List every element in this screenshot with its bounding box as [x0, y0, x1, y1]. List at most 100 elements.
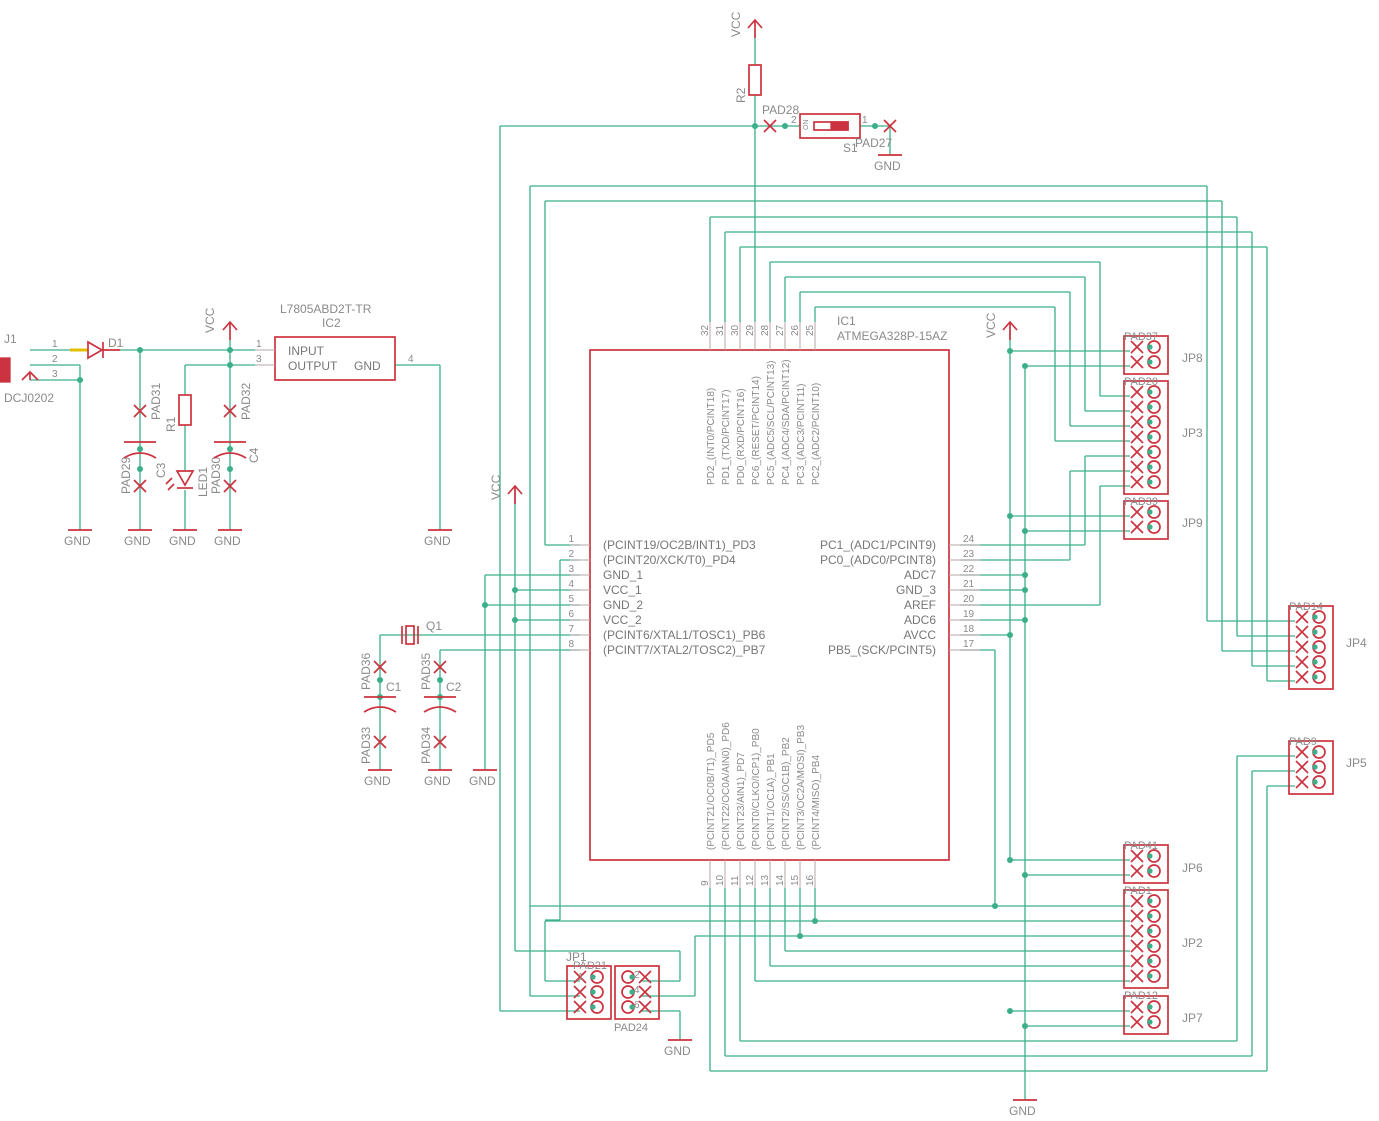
pad37-label: PAD37 — [1124, 331, 1158, 343]
pad32-label: PAD32 — [239, 383, 253, 420]
mcu-pin-name: (PCINT21/OC0B/T1)_PD5 — [706, 732, 717, 850]
header-pin-dot — [1147, 449, 1153, 455]
mcu-pin-name: PC0_(ADC0/PCINT8) — [820, 553, 936, 567]
header-pin-dot — [1147, 464, 1153, 470]
mcu-pin-name: PC6_(RESET/PCINT14) — [751, 376, 762, 485]
regulator-gnd: GND — [354, 359, 381, 373]
gnd-label: GND — [364, 774, 391, 788]
pad-x-icon — [1130, 385, 1144, 399]
j1-pin2: 2 — [52, 354, 58, 365]
header-pin-dot — [1147, 928, 1153, 934]
power-section-parts: PAD31 PAD32 PAD29 PAD30 C3 C4 R1 LED1 — [119, 383, 261, 497]
mcu-pin-name: (PCINT2/SS/OC1B)_PB2 — [781, 737, 792, 850]
mcu-pin-name: (PCINT6/XTAL1/TOSC1)_PB6 — [603, 628, 766, 642]
mcu-pin-number: 4 — [568, 579, 574, 590]
pad-x-icon — [1130, 460, 1144, 474]
mcu-pin-number: 3 — [568, 564, 574, 575]
pad27-label: PAD27 — [855, 136, 892, 150]
mcu-pin-number: 6 — [568, 609, 574, 620]
mcu-pin-number: 7 — [568, 624, 574, 635]
regulator-pin4: 4 — [408, 354, 414, 365]
jp5-label: JP5 — [1346, 756, 1367, 770]
mcu-pin-name: GND_1 — [603, 568, 643, 582]
mcu-pin-number: 11 — [730, 875, 741, 886]
power-symbols: VCC VCC VCC VCC GND GND GND GND GND GND … — [64, 11, 1037, 1118]
pad1-label: PAD1 — [1124, 885, 1152, 897]
jp1-pin4: 4 — [634, 985, 640, 996]
vcc-label: VCC — [729, 11, 743, 37]
pad-x-icon — [1130, 505, 1144, 519]
pad39-label: PAD39 — [1124, 496, 1158, 508]
led1-label: LED1 — [196, 467, 210, 497]
mcu-pin-name: PD0_(RXD/PCINT16) — [736, 388, 747, 485]
pad24-label: PAD24 — [614, 1022, 648, 1034]
mcu-pin-number: 22 — [963, 564, 975, 575]
mcu-pin-name: AVCC — [904, 628, 937, 642]
gnd-label: GND — [424, 774, 451, 788]
pad-x-icon — [1130, 939, 1144, 953]
pad-x-icon — [1295, 745, 1309, 759]
pad34-label: PAD34 — [419, 727, 433, 764]
regulator-input: INPUT — [288, 344, 325, 358]
pad-x-icon — [1130, 849, 1144, 863]
gnd-label: GND — [1009, 1104, 1036, 1118]
pad-x-icon — [1130, 415, 1144, 429]
mcu-pin-number: 14 — [775, 874, 786, 886]
header-pin-dot — [1147, 868, 1153, 874]
header-pin-dot — [1147, 853, 1153, 859]
pad-x-icon — [573, 970, 587, 984]
mcu-pin-number: 9 — [700, 880, 711, 886]
header-pin-dot — [629, 989, 635, 995]
mcu-pin-name: PC3_(ADC3/PCINT11) — [796, 383, 807, 485]
mcu-pin-name: (PCINT1/OC1A)_PB1 — [766, 753, 777, 850]
mcu-pin-name: (PCINT22/OC0A/AIN0)_PD6 — [721, 722, 732, 850]
vcc-label: VCC — [203, 307, 217, 333]
mcu-pin-number: 25 — [805, 324, 816, 336]
regulator-pin3: 3 — [256, 354, 262, 365]
jp1-left-body — [566, 965, 612, 1020]
jp4-label: JP4 — [1346, 636, 1367, 650]
jp9-label: JP9 — [1182, 516, 1203, 530]
header-pin-dot — [1147, 943, 1153, 949]
pad-x-icon — [1130, 520, 1144, 534]
c2-label: C2 — [446, 680, 462, 694]
pad-x-icon — [1130, 924, 1144, 938]
regulator-ref: IC2 — [322, 316, 341, 330]
jp4-body — [1288, 605, 1334, 690]
pad9-label: PAD9 — [1289, 736, 1317, 748]
jp7-label: JP7 — [1182, 1011, 1203, 1025]
jp2-label: JP2 — [1182, 936, 1203, 950]
mcu-pin-number: 31 — [715, 324, 726, 336]
pad29-label: PAD29 — [119, 457, 133, 494]
mcu-pin-name: (PCINT0/CLKO/ICP1)_PB0 — [751, 728, 762, 850]
dc-jack-j1: J1 DCJ0202 1 2 3 — [0, 332, 58, 405]
pad-x-icon — [1130, 954, 1144, 968]
regulator-output: OUTPUT — [288, 359, 338, 373]
mcu-pin-number: 17 — [963, 639, 975, 650]
header-pin-dot — [1147, 913, 1153, 919]
pad41-label: PAD41 — [1124, 840, 1158, 852]
jp1-label: JP1 — [566, 950, 587, 964]
mcu-pin-name: (PCINT7/XTAL2/TOSC2)_PB7 — [603, 643, 766, 657]
pad12-label: PAD12 — [1124, 990, 1158, 1002]
crystal-section: Q1 PAD36 PAD35 PAD33 PAD34 C1 C2 — [359, 619, 462, 764]
mcu-pin-number: 26 — [790, 324, 801, 336]
pad-x-icon — [1295, 655, 1309, 669]
mcu-ref: IC1 — [837, 314, 856, 328]
s1-pin1: 1 — [862, 115, 868, 126]
pad-x-icon — [1295, 760, 1309, 774]
jp1-pin6: 6 — [634, 1000, 640, 1011]
pad30-label: PAD30 — [209, 457, 223, 494]
jp1-pin2: 2 — [634, 970, 640, 981]
pad14-label: PAD14 — [1289, 601, 1323, 613]
mcu-pin-number: 8 — [568, 639, 574, 650]
header-pin-dot — [1312, 659, 1318, 665]
jp6-label: JP6 — [1182, 861, 1203, 875]
pad-x-icon — [638, 970, 652, 984]
pad-x-icon — [1295, 610, 1309, 624]
mcu-pin-name: ADC7 — [904, 568, 936, 582]
header-pin-dot — [1147, 1004, 1153, 1010]
header-pin-dot — [590, 974, 596, 980]
pad-x-icon — [573, 985, 587, 999]
gnd-label: GND — [64, 534, 91, 548]
